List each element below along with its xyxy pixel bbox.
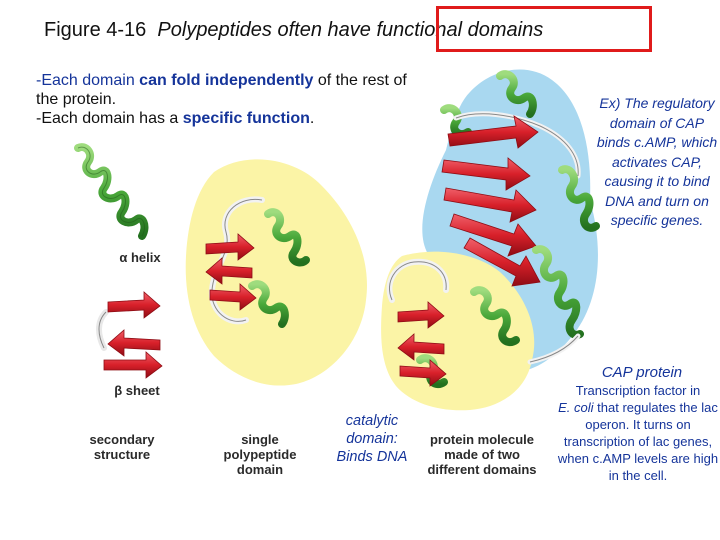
single-domain-label: single polypeptide domain [223, 432, 297, 477]
intro-line-1: -Each domain can fold independently of t… [36, 71, 416, 109]
intro-text: -Each domain can fold independently of t… [36, 71, 416, 128]
intro-text-c: of the rest of the protein. [36, 72, 407, 108]
tf-text-part1: Transcription factor in [575, 383, 701, 398]
beta-sheet-sample [96, 291, 163, 379]
catalytic-domain-label: catalytic domain: Binds DNA [336, 413, 408, 465]
tf-text-part2: that regulates the lac operon. It turns … [557, 400, 719, 483]
intro-text-a: -Each domain [36, 72, 140, 89]
figure-title: Figure 4-16 Polypeptides often have func… [44, 19, 543, 42]
tf-organism: E. coli [558, 400, 594, 415]
secondary-structure-label: secondary structure [89, 432, 155, 462]
intro-line-2: -Each domain has a specific function. [36, 109, 416, 128]
catalytic-domain-structure [386, 258, 520, 389]
figure-number: Figure 4-16 [44, 19, 147, 41]
intro-emphasis-function: specific function [182, 110, 310, 127]
intro-text-d: -Each domain has a [36, 110, 183, 127]
transcription-factor-description: Transcription factor in E. coli that reg… [556, 382, 720, 484]
single-domain-blob [185, 159, 367, 386]
example-explanation: Ex) The regulatory domain of CAP binds c… [596, 95, 718, 228]
beta-sheet-label: β sheet [114, 383, 160, 398]
figure-caption: Polypeptides often have functional domai… [157, 19, 544, 41]
alpha-helix-sample [74, 143, 149, 240]
cap-protein-label: CAP protein [601, 364, 683, 381]
protein-molecule-label: protein molecule made of two different d… [427, 432, 537, 477]
highlight-box [436, 6, 652, 52]
single-domain-structure [205, 196, 310, 328]
intro-text-e: . [309, 110, 315, 127]
regulatory-domain-structure [440, 70, 600, 365]
intro-emphasis-fold: can fold independently [139, 72, 314, 89]
alpha-helix-label: α helix [119, 250, 161, 265]
